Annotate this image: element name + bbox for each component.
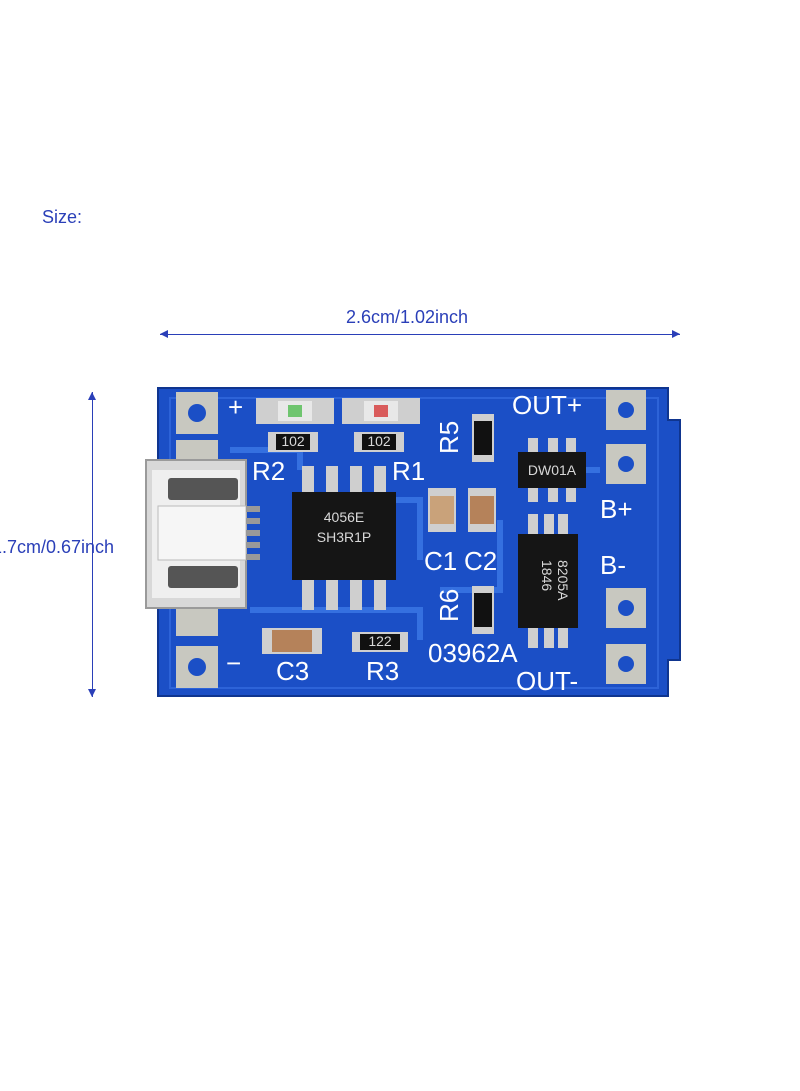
resistor-r5 [472, 414, 494, 462]
svg-text:DW01A: DW01A [528, 462, 577, 478]
resistor-r6 [472, 586, 494, 634]
width-dimension-arrow [160, 330, 680, 338]
svg-text:102: 102 [281, 433, 305, 449]
height-dimension-label: 1.7cm/0.67inch [0, 537, 115, 557]
label-b-minus: B- [600, 550, 626, 580]
label-b-plus: B+ [600, 494, 633, 524]
label-c3: C3 [276, 656, 309, 686]
label-minus: − [226, 648, 241, 678]
size-label: Size: [42, 207, 83, 227]
capacitor-c3 [262, 628, 322, 654]
mosfet-ic: 8205A 1846 [518, 514, 578, 648]
label-r2: R2 [252, 456, 285, 486]
resistor-r1: 102 [354, 432, 404, 452]
svg-text:102: 102 [367, 433, 391, 449]
charger-ic: 4056E SH3R1P [292, 466, 396, 610]
capacitor-c1 [428, 488, 456, 532]
capacitor-c2 [468, 488, 496, 532]
label-plus: + [228, 392, 243, 422]
label-c1: C1 [424, 546, 457, 576]
pad-b-plus [606, 444, 646, 484]
label-r5: R5 [434, 421, 464, 454]
label-r3: R3 [366, 656, 399, 686]
pad-out-plus [606, 390, 646, 430]
micro-usb-connector [145, 459, 260, 609]
pad-plus [176, 392, 218, 434]
label-out-plus: OUT+ [512, 390, 582, 420]
pad-minus [176, 646, 218, 688]
height-dimension-arrow [88, 392, 96, 697]
label-board-code: 03962A [428, 638, 518, 668]
width-dimension-label: 2.6cm/1.02inch [346, 307, 469, 327]
resistor-r3: 122 [352, 632, 408, 652]
svg-text:1846: 1846 [539, 560, 555, 591]
pad-side-bottom [176, 606, 218, 636]
pad-out-minus [606, 644, 646, 684]
label-r6: R6 [434, 589, 464, 622]
svg-text:SH3R1P: SH3R1P [317, 529, 371, 545]
pad-b-minus [606, 588, 646, 628]
svg-text:122: 122 [368, 633, 392, 649]
protection-ic: DW01A [518, 438, 586, 502]
label-r1: R1 [392, 456, 425, 486]
led-blue [342, 398, 420, 424]
resistor-r2: 102 [268, 432, 318, 452]
svg-text:8205A: 8205A [555, 560, 571, 601]
svg-text:4056E: 4056E [324, 509, 364, 525]
label-c2: C2 [464, 546, 497, 576]
label-out-minus: OUT- [516, 666, 578, 696]
led-red [256, 398, 334, 424]
